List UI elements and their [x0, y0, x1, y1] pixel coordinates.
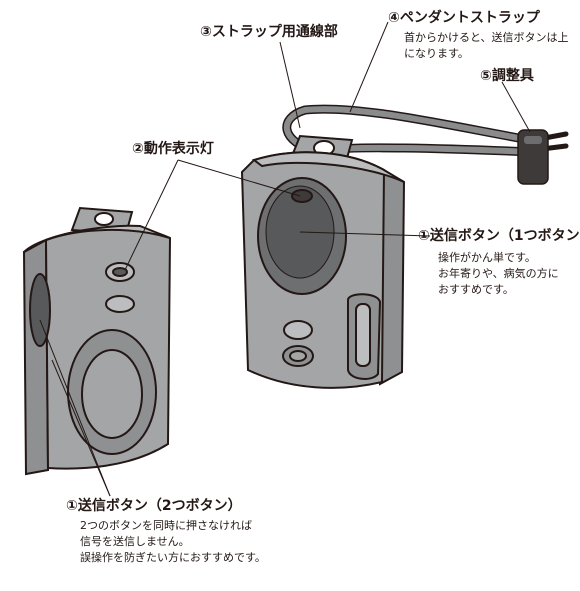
send-one-desc-line: 操作がかん単です。 [438, 251, 536, 264]
pendant-strap-title: ④ペンダントストラップ [388, 10, 540, 26]
send-one-desc-line: お年寄りや、病気の方に [438, 266, 559, 280]
device-one-button [240, 134, 406, 389]
send-two-desc-line: 信号を送信しません。 [80, 534, 190, 548]
leader-lines [39, 21, 531, 497]
pendant-strap-desc-line: になります。 [404, 46, 469, 60]
strap-hole-title: ③ストラップ用通線部 [200, 24, 338, 40]
send-two-desc: 2つのボタンを同時に押さなければ 信号を送信しません。 誤操作を防ぎたい方におす… [80, 518, 266, 566]
send-two-title: ①送信ボタン（2つボタン） [66, 498, 242, 514]
send-one-desc-line: おすすめです。 [438, 282, 514, 296]
send-two-desc-line: 2つのボタンを同時に押さなければ [80, 519, 252, 532]
pendant-strap-desc-line: 首からかけると、送信ボタンは上 [404, 31, 569, 44]
adjuster-drawing [517, 129, 549, 185]
device-two-buttons [22, 206, 172, 476]
adjuster-title: ⑤調整具 [480, 68, 534, 84]
send-one-desc: 操作がかん単です。 お年寄りや、病気の方に おすすめです。 [438, 250, 559, 298]
send-one-title: ①送信ボタン（1つボタン） [418, 228, 580, 244]
send-two-desc-line: 誤操作を防ぎたい方におすすめです。 [80, 550, 266, 564]
indicator-lamp-title: ②動作表示灯 [132, 141, 214, 157]
pendant-strap-desc: 首からかけると、送信ボタンは上 になります。 [404, 30, 569, 62]
